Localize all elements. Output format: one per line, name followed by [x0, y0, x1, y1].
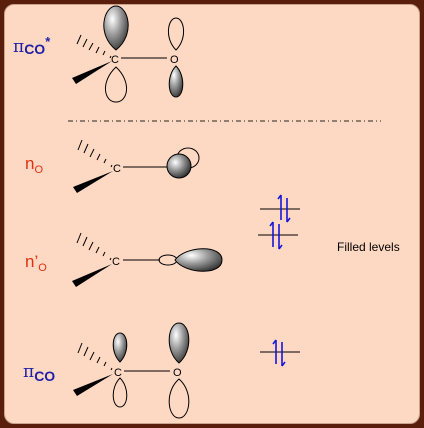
o-lone-pair-lobe: [166, 153, 192, 179]
energy-level-n-prime-o: [258, 221, 298, 250]
o-p-lobe-bottom: [168, 378, 190, 419]
orbital-subscript: CO: [24, 41, 46, 57]
o-p-lobe-top: [168, 17, 184, 51]
hashed-bond: [76, 232, 112, 261]
o-p-lobe-top: [168, 322, 190, 364]
o-sp-front-lobe: [174, 248, 223, 272]
pi-star-molecule: C O: [72, 5, 184, 103]
n-o-molecule: C: [73, 139, 200, 193]
c-p-lobe-top: [103, 5, 129, 51]
filled-levels-label: Filled levels: [337, 240, 400, 254]
diagram-panel: [4, 4, 420, 424]
atom-c-label: C: [113, 163, 121, 175]
atom-c-label: C: [111, 54, 119, 66]
label-pi-star: πCO*: [13, 34, 50, 57]
orbital-symbol: π: [13, 37, 25, 57]
atom-o-label: O: [170, 54, 179, 66]
orbital-subscript: O: [38, 262, 47, 274]
orbital-symbol: π: [23, 362, 35, 382]
orbital-symbol: n’: [25, 252, 39, 271]
label-n-prime-o: n’O: [25, 252, 47, 274]
atom-c-label: C: [112, 256, 120, 268]
wedge-bond: [72, 264, 112, 287]
pi-co-molecule: C O: [73, 322, 190, 419]
orbital-subscript: CO: [34, 368, 56, 384]
hashed-bond: [77, 139, 113, 168]
hashed-bond: [77, 342, 113, 371]
electron-pair-icon: [269, 221, 283, 250]
c-p-lobe-bottom: [105, 66, 127, 103]
energy-level-pi-co: [260, 339, 300, 367]
wedge-bond: [73, 171, 113, 193]
c-p-lobe-top: [112, 332, 128, 363]
wedge-bond: [73, 374, 113, 396]
o-sp-back-lobe: [158, 254, 178, 266]
orbital-superscript: *: [45, 34, 51, 49]
orbital-subscript: O: [34, 164, 44, 176]
label-pi-co: πCO: [23, 362, 55, 384]
atom-o-label: O: [173, 367, 182, 379]
atom-c-label: C: [114, 367, 122, 379]
energy-level-n-o: [260, 194, 300, 223]
n-prime-o-molecule: C: [72, 232, 223, 287]
c-p-lobe-bottom: [112, 377, 128, 408]
o-p-lobe-bottom: [168, 65, 184, 98]
orbital-symbol: n: [25, 154, 35, 173]
wedge-bond: [72, 61, 112, 84]
label-n-o: nO: [25, 154, 43, 176]
electron-pair-icon: [277, 194, 291, 223]
hashed-bond: [76, 34, 112, 59]
electron-pair-icon: [272, 339, 286, 367]
